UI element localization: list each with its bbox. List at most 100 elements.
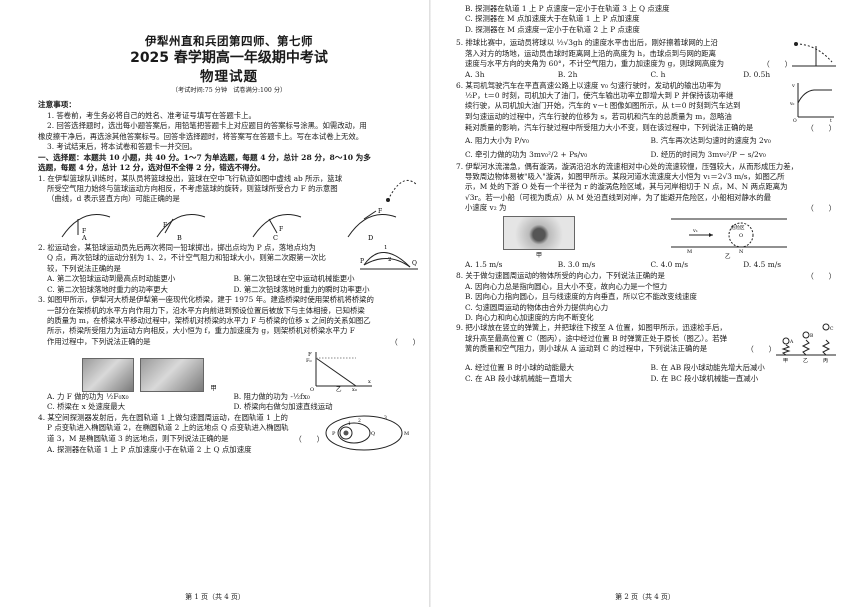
q3-options: A. 力 F 做的功为 ½F₀x₀ B. 阻力做的功为 -½fx₀ — [38, 392, 420, 403]
orbit-diagram: P Q M 1 2 3 — [325, 415, 409, 451]
svg-text:O: O — [739, 233, 743, 239]
option-b[interactable]: B. 在 AB 段小球动能先增大后减小 — [650, 363, 765, 373]
option-a[interactable]: A. 力 F 做的功为 ½F₀x₀ — [47, 391, 129, 401]
option-c[interactable]: C. 4.0 m/s — [650, 260, 688, 270]
option-a[interactable]: A. 探测器在轨道 1 上 P 点加速度小于在轨道 2 上 Q 点加速度 — [47, 444, 252, 454]
svg-text:F: F — [82, 228, 86, 235]
svg-text:D: D — [368, 234, 373, 241]
option-a[interactable]: A. 1.5 m/s — [465, 260, 503, 270]
q2-options: A. 第二次铅球运动到最高点时动能更小 B. 第二次铅球在空中运动机械能更小 — [38, 274, 420, 285]
q9-options: A. 经过位置 B 时小球的动能最大 B. 在 AB 段小球动能先增大后减小 — [456, 363, 836, 374]
question-7: 7. 伊犁河水流湍急，偶有漩涡，漩涡沿沿水的流速相对中心处的流速较慢，压强较大，… — [456, 162, 836, 215]
q6-options: A. 阻力大小为 P/v₀ B. 汽车再次达到匀速时的速度为 2v₀ — [456, 134, 836, 148]
option-b[interactable]: B. 2h — [557, 70, 578, 80]
question-2: 2. 松运动会，某铅球运动员先后两次将同一铅球掷出，掷出点均为 P 点，落地点均… — [38, 243, 420, 274]
notice-item: 1. 答卷前，考生务必将自己的姓名、准考证号填写在答题卡上。 — [47, 111, 256, 120]
option-a-diagram: FA — [61, 213, 110, 241]
shot-put-figure: P Q 1 2 — [360, 245, 418, 270]
answer-bracket: （ ） — [806, 271, 836, 281]
option-d[interactable]: D. 桥梁向右做匀加速直线运动 — [233, 402, 333, 412]
question-text: 球升高至最高位置 C（图丙），途中经过位置 B 时弹簧正处于原长（图乙）。若弹 — [465, 333, 728, 343]
svg-text:O: O — [793, 118, 797, 123]
notice-item: 橡皮擦干净后，再选涂其他答案标号。回答非选择题时，将答案写在答题卡上。写在本试卷… — [38, 131, 364, 141]
question-text: 3. 如图甲所示，伊犁河大桥是伊犁第一座现代化桥梁，建于 1975 年。建造桥梁… — [38, 295, 374, 305]
option-d[interactable]: D. 在 BC 段小球机械能一直减小 — [650, 374, 759, 384]
svg-text:A: A — [81, 234, 87, 241]
svg-text:甲: 甲 — [783, 358, 788, 363]
svg-text:1: 1 — [384, 245, 388, 251]
option-b[interactable]: B. 探测器在轨道 1 上 P 点速度一定小于在轨道 3 上 Q 点速度 — [465, 4, 670, 13]
question-text: 较，下列说法正确的是 — [47, 263, 121, 273]
option-c[interactable]: C. h — [650, 70, 666, 80]
svg-text:F: F — [163, 222, 167, 229]
option-b[interactable]: B. 因向心力指向圆心，且与线速度的方向垂直，所以它不能改变线速度 — [465, 292, 697, 302]
option-a[interactable]: A. 第二次铅球运动到最高点时动能更小 — [47, 274, 176, 284]
question-text: 到匀速运动的过程中，汽车行驶的位移为 s，若司机和汽车的总质量为 m，忽略油 — [465, 111, 732, 121]
river-diagram: v₁ M N O 危险区 乙 — [671, 218, 787, 259]
exam-meta: （考试时间:75 分钟 试卷满分:100 分） — [171, 87, 287, 94]
question-text: 7. 伊犁河水流湍急，偶有漩涡，漩涡沿沿水的流速相对中心处的流速较慢，压强较大，… — [456, 161, 798, 171]
option-c[interactable]: C. 匀速圆周运动的物体由合外力提供向心力 — [465, 302, 609, 312]
svg-text:2: 2 — [358, 418, 361, 424]
svg-text:O: O — [310, 387, 314, 392]
svg-text:F: F — [308, 352, 312, 358]
left-page: 伊犁州直和兵团第四师、第七师 2025 春学期高一年级期中考试 物理试题 （考试… — [38, 34, 420, 601]
svg-text:v₀: v₀ — [790, 102, 795, 107]
answer-bracket: （ ） — [294, 434, 324, 444]
svg-text:x₀: x₀ — [352, 387, 357, 392]
answer-bracket: （ ） — [806, 204, 836, 214]
notice-item: 2. 回答选择题时，选出每小题答案后，用铅笔把答题卡上对应题目的答案标号涂黑。如… — [47, 121, 367, 131]
option-c[interactable]: C. 桥梁在 x 处速度最大 — [47, 402, 126, 412]
option-d[interactable]: D. 4.5 m/s — [743, 260, 782, 270]
option-a[interactable]: A. 3h — [465, 70, 485, 80]
svg-text:Q: Q — [371, 431, 375, 437]
q5-options: A. 3h B. 2h C. h D. 0.5h — [456, 70, 836, 81]
question-text: ½P，t＝0 时刻，司机加大了油门，使汽车输出功率立即增大到 P 并保持该功率继 — [465, 91, 734, 101]
option-d-diagram: FD — [347, 208, 397, 241]
option-a[interactable]: A. 因向心力总是指向圆心，且大小不变，故向心力是一个恒力 — [465, 281, 668, 291]
svg-text:M: M — [687, 249, 692, 255]
option-a[interactable]: A. 阻力大小为 P/v₀ — [465, 135, 529, 145]
option-d[interactable]: D. 探测器在 M 点速度一定小于在轨道 2 上 P 点速度 — [465, 24, 640, 34]
bridge-photo — [82, 357, 135, 392]
q7-options: A. 1.5 m/s B. 3.0 m/s C. 4.0 m/s D. 4.5 … — [456, 260, 836, 271]
option-d[interactable]: D. 经历的时间为 3mv₀²/P − s/2v₀ — [650, 149, 766, 159]
option-d[interactable]: D. 0.5h — [743, 70, 771, 80]
option-c[interactable]: C. 探测器在 M 点加速度大于在轨道 1 上 P 点加速度 — [465, 14, 640, 24]
option-d[interactable]: D. 向心力和向心加速度的方向不断变化 — [465, 313, 594, 323]
svg-text:B: B — [810, 333, 814, 339]
notice-item: 3. 考试结束后，将本试卷和答题卡一并交回。 — [47, 142, 197, 152]
option-d[interactable]: D. 第二次铅球落地时重力的瞬时功率更小 — [233, 284, 370, 294]
option-c[interactable]: C. 牵引力做的功为 3mv₀²/2 + Ps/v₀ — [465, 149, 588, 159]
option-c-diagram: FC — [252, 213, 301, 241]
svg-text:1: 1 — [348, 421, 351, 427]
notice-title: 注意事项： — [38, 100, 76, 109]
option-c[interactable]: C. 在 AB 段小球机械能一直增大 — [465, 374, 572, 384]
option-b[interactable]: B. 3.0 m/s — [557, 260, 596, 270]
option-b[interactable]: B. 第二次铅球在空中运动机械能更小 — [233, 274, 355, 284]
section-title: 选题，每题 4 分，总计 12 分，选对但不全得 2 分，错选不得分。 — [38, 163, 265, 173]
option-b[interactable]: B. 汽车再次达到匀速时的速度为 2v₀ — [650, 135, 771, 145]
option-b[interactable]: B. 阻力做的功为 -½fx₀ — [233, 391, 310, 401]
q6-options: C. 牵引力做的功为 3mv₀²/2 + Ps/v₀ D. 经历的时间为 3mv… — [456, 148, 836, 162]
page-fold — [429, 0, 431, 607]
option-c[interactable]: C. 第二次铅球落地时重力的功率更大 — [47, 284, 168, 294]
svg-text:P: P — [360, 258, 364, 265]
question-6: 6. 某司机驾驶汽车在平直高速公路上以速度 v₀ 匀速行驶时，发动机的输出功率为… — [456, 81, 836, 123]
question-text: 落入对方的场地，运动员击球时距离网上沿的高度为 h，击球点到与网的距离 — [465, 48, 717, 58]
option-a[interactable]: A. 经过位置 B 时小球的动能最大 — [465, 363, 574, 373]
vt-graph: v v₀ O t — [790, 82, 834, 123]
question-text: Q 点，两次铅球的运动分别为 1、2，不计空气阻力和铅球大小，则第二次跟第一次比 — [47, 253, 326, 263]
svg-text:乙: 乙 — [336, 386, 342, 392]
section-title: 一、选择题：本题共 10 小题，共 40 分。1～7 为单选题，每题 4 分，总… — [38, 152, 371, 162]
svg-text:F₀: F₀ — [306, 358, 311, 364]
exam-title: 2025 春学期高一年级期中考试 — [130, 50, 328, 66]
question-text: 导致周边物体易被"吸入"漩涡，如图甲所示。某段河道水流速度大小恒为 v₁＝2√3… — [465, 172, 785, 182]
whirlpool-photo — [503, 215, 575, 250]
question-text: √3r。若一小船（可视为质点）从 M 处沿直线到对岸，为了能避开危险区，小船相对… — [465, 192, 772, 202]
question-text: 作用过程中，下列说法正确的是 — [47, 336, 151, 346]
svg-text:v₁: v₁ — [692, 228, 698, 234]
svg-text:A: A — [789, 339, 794, 345]
q9-options: C. 在 AB 段小球机械能一直增大 D. 在 BC 段小球机械能一直减小 — [456, 374, 836, 385]
svg-text:乙: 乙 — [725, 253, 731, 259]
